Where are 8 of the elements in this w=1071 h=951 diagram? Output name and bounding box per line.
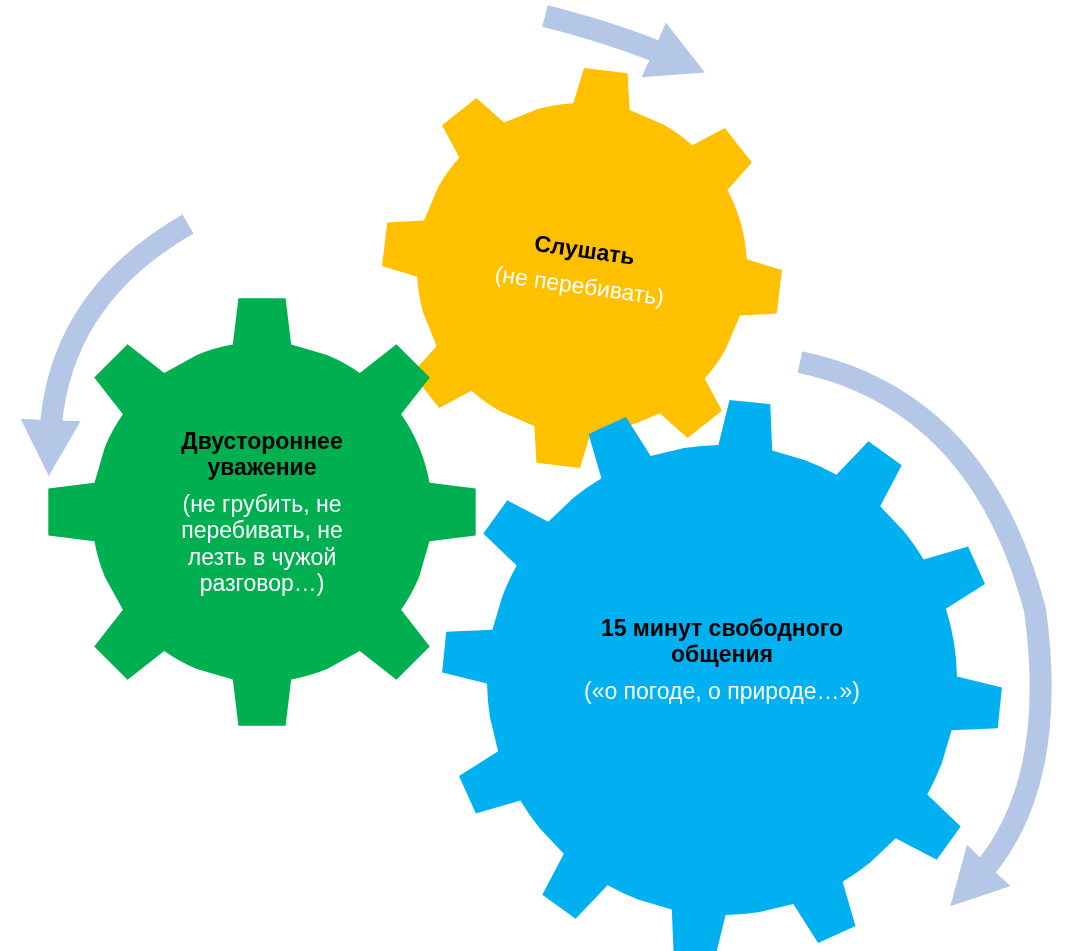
gear [380, 66, 784, 470]
gear-description: (не грубить, не перебивать, не лезть в чужой разговор…) [180, 490, 344, 597]
gear-title: Слушать [531, 228, 638, 272]
gear [440, 398, 1004, 951]
gear-title: Двустороннее уважение [180, 427, 344, 481]
gear [45, 295, 479, 729]
gear-description: («о погоде, о природе…») [582, 678, 862, 705]
gear-title: 15 минут свободного общения [599, 615, 845, 669]
